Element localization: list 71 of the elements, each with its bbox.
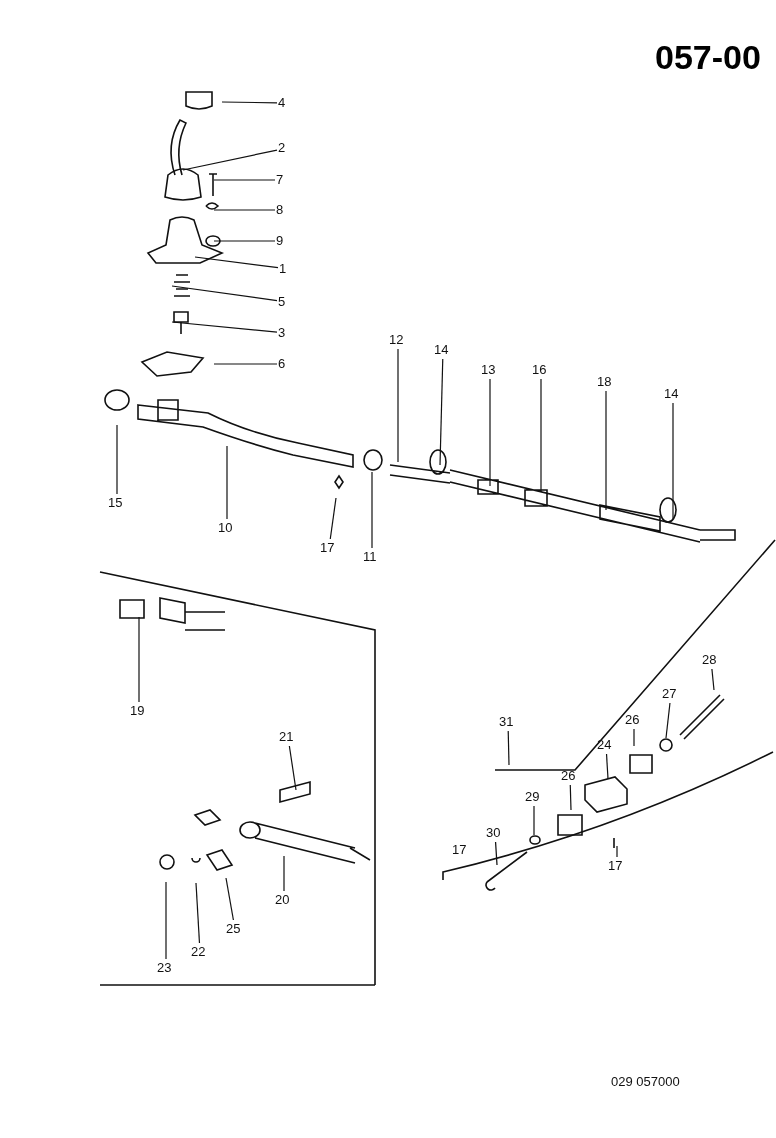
callout-number: 14: [664, 386, 679, 402]
callout-number: 1: [279, 261, 287, 277]
callout-number: 26: [561, 768, 576, 784]
callout-number: 8: [276, 202, 284, 218]
leader-line: [665, 702, 671, 739]
callout-number: 12: [389, 332, 404, 348]
callout-number: 7: [276, 172, 284, 188]
leader-line: [540, 378, 542, 493]
leader-line: [225, 877, 234, 921]
leader-line: [489, 378, 491, 487]
leader-line: [165, 881, 167, 960]
leader-line: [507, 730, 510, 766]
callout-number: 10: [218, 520, 233, 536]
leader-line: [138, 616, 140, 703]
callout-number: 11: [363, 549, 377, 565]
leader-line: [371, 471, 373, 549]
leader-line: [182, 149, 278, 171]
leader-line: [213, 179, 276, 181]
callout-number: 21: [279, 729, 294, 745]
leader-line: [605, 390, 607, 511]
callout-number: 15: [108, 495, 123, 511]
callout-number: 13: [481, 362, 496, 378]
callout-number: 18: [597, 374, 612, 390]
callout-number: 22: [191, 944, 206, 960]
leader-line: [329, 497, 337, 540]
leader-line: [288, 745, 297, 791]
leader-line: [194, 256, 279, 269]
leader-line: [213, 209, 276, 211]
callout-number: 26: [625, 712, 640, 728]
leader-line: [633, 728, 635, 747]
leader-line: [494, 841, 498, 866]
leader-line: [616, 845, 618, 858]
callout-number: 28: [702, 652, 717, 668]
callout-number: 27: [662, 686, 677, 702]
leader-line: [533, 805, 535, 836]
leader-line: [221, 101, 278, 104]
callout-number: 5: [278, 294, 286, 310]
callout-number: 3: [278, 325, 286, 341]
callout-number: 16: [532, 362, 547, 378]
callout-number: 4: [278, 95, 286, 111]
leader-line: [569, 784, 572, 811]
callout-number: 30: [486, 825, 501, 841]
callout-number: 17: [320, 540, 335, 556]
callout-number: 31: [499, 714, 514, 730]
leader-line: [116, 424, 118, 495]
drawing-number: 029 057000: [611, 1074, 680, 1090]
callout-number: 25: [226, 921, 241, 937]
leader-line: [439, 358, 444, 466]
leader-line: [711, 668, 715, 691]
leader-line: [171, 285, 278, 302]
callout-number: 29: [525, 789, 540, 805]
leader-line: [195, 882, 201, 944]
callout-number: 20: [275, 892, 290, 908]
leader-line: [213, 240, 276, 242]
callout-number: 17: [608, 858, 623, 874]
leader-line: [283, 855, 285, 892]
leader-line: [171, 321, 278, 333]
callout-number: 6: [278, 356, 286, 372]
leader-line: [397, 348, 399, 463]
leader-line: [213, 363, 278, 365]
leader-line: [672, 402, 674, 520]
sheet-number: 057-00: [655, 38, 761, 77]
callout-number: 19: [130, 703, 145, 719]
callout-number: 14: [434, 342, 449, 358]
callout-number: 17: [452, 842, 467, 858]
callout-number: 24: [597, 737, 612, 753]
callout-number: 2: [278, 140, 286, 156]
leader-line: [226, 445, 228, 520]
leader-line: [605, 753, 609, 780]
callout-number: 9: [276, 233, 284, 249]
callout-number: 23: [157, 960, 172, 976]
